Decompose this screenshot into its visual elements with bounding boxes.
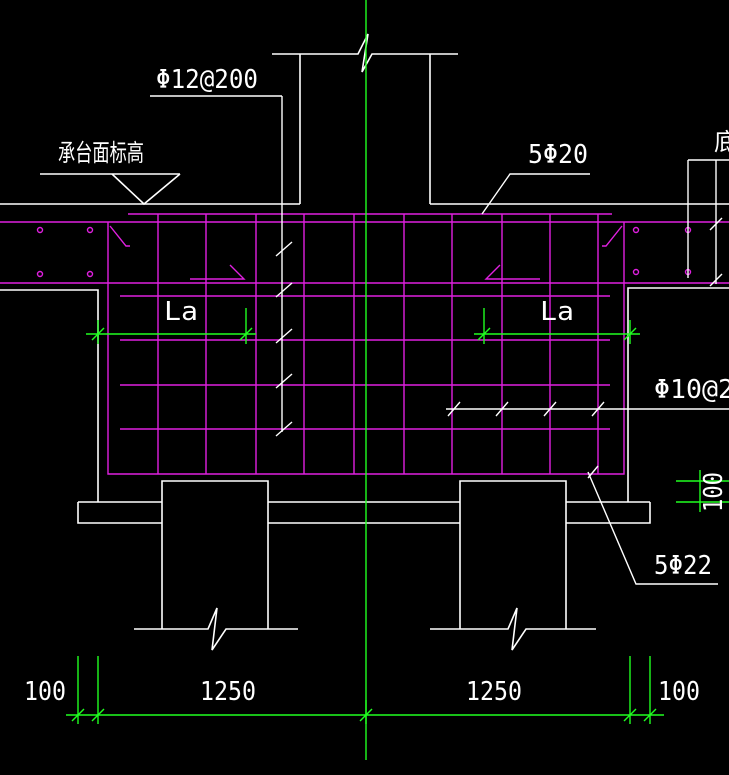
dim-left-edge: 100: [24, 677, 66, 707]
cap-top-elevation-label: 承台面标高: [58, 139, 144, 167]
dim-right-edge: 100: [658, 677, 700, 707]
top-rebar-label: Φ12@200: [156, 65, 258, 95]
dim-left-span: 1250: [200, 677, 256, 707]
main-rebar-top-label: 5Φ20: [528, 140, 588, 170]
leader-lines: [150, 95, 729, 585]
bottom-rebar-label: 5Φ22: [654, 551, 712, 581]
pile-cap-outline: [0, 203, 729, 502]
elevation-marker: [40, 173, 181, 206]
column-outline: [272, 33, 458, 204]
anchor-left-label: La: [164, 297, 198, 327]
pile-left: [134, 480, 298, 651]
cover-dimension-label: 100: [699, 472, 729, 512]
pile-right: [430, 480, 596, 651]
rebar-cage: [0, 213, 729, 475]
dim-right-span: 1250: [466, 677, 522, 707]
partial-right-label: 底: [714, 128, 729, 156]
stirrup-label: Φ10@2: [654, 375, 729, 405]
cushion-layer: [77, 501, 651, 524]
anchor-right-label: La: [540, 297, 574, 327]
dimension-lines: [66, 308, 729, 724]
